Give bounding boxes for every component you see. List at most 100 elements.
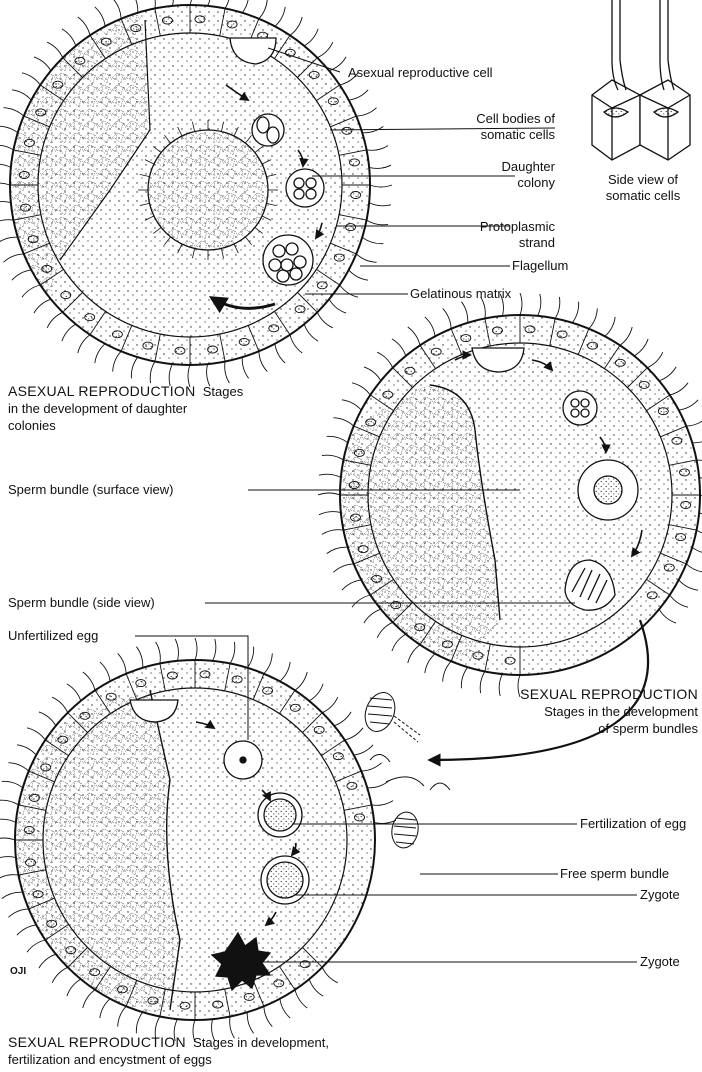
flagellum-hair [555, 297, 560, 319]
flagellum-hair [150, 362, 155, 384]
somatic-cell-body [314, 726, 324, 733]
flagellum-hair [264, 653, 272, 673]
flagellum-hair [443, 308, 451, 328]
flagellum-hair [295, 672, 307, 690]
flagellum-hair [370, 185, 392, 187]
label-flagellum: Flagellum [512, 258, 568, 274]
flagellum-hair [17, 745, 36, 755]
somatic-cell-body [350, 159, 360, 166]
flagellum-hair [259, 0, 267, 19]
flagellum-hair [327, 547, 348, 553]
somatic-cell-body [355, 814, 365, 821]
somatic-cell-body [180, 1002, 190, 1009]
flagellum-hair [47, 42, 63, 58]
flagellum-hair [52, 967, 67, 983]
somatic-cell-body [442, 641, 452, 648]
flagellum-hair [679, 400, 698, 410]
flagellum-hair [364, 367, 381, 381]
flagellum-hair [319, 474, 341, 477]
flagellum-hair [670, 383, 688, 395]
somatic-cell-body [664, 564, 674, 571]
flagellum-hair [52, 697, 67, 713]
flagellum-hair [275, 7, 285, 26]
somatic-cell-body [148, 997, 158, 1004]
somatic-cell-body [244, 993, 254, 1000]
side-view-somatic-cells [592, 0, 690, 160]
flagellum-hair [131, 357, 137, 378]
somatic-cell-body [358, 546, 368, 553]
somatic-cell-body [200, 671, 210, 678]
flagellum-hair [356, 254, 376, 262]
somatic-cell-body [347, 782, 357, 789]
flagellum-hair [0, 838, 15, 840]
label-sperm-bundle-side: Sperm bundle (side view) [8, 595, 155, 611]
label-daughter-1: Daughter [440, 159, 555, 175]
flagellum-hair [0, 202, 11, 205]
flagellum-hair [367, 220, 389, 225]
caption-sexual2-title: SEXUAL REPRODUCTION [8, 1034, 186, 1050]
somatic-cell-body [47, 920, 57, 927]
flagellum-hair [39, 954, 56, 968]
flagellum-hair [290, 335, 302, 353]
somatic-cell-body [239, 338, 249, 345]
flagellum-hair [34, 299, 51, 313]
flagellum-hair [175, 639, 178, 661]
caption-asexual-body-3: colonies [8, 418, 56, 433]
flagellum-hair [692, 436, 702, 442]
somatic-cell-body [658, 408, 668, 415]
label-zygote-1: Zygote [640, 887, 680, 903]
flagellum-hair [225, 362, 230, 384]
somatic-cell-body [175, 347, 185, 354]
somatic-cell-body [461, 335, 471, 342]
flagellum-hair [242, 357, 248, 378]
flagellum-hair [686, 418, 702, 426]
flagellum-hair [605, 317, 615, 336]
flagellum-hair [0, 819, 16, 822]
somatic-cell-body [492, 327, 502, 334]
caption-asexual-title: ASEXUAL REPRODUCTION [8, 383, 196, 399]
flagellum-hair [679, 580, 698, 590]
somatic-cell-body [349, 482, 359, 489]
label-zygote-2: Zygote [640, 954, 680, 970]
somatic-cell-body [647, 592, 657, 599]
flagellum-hair [151, 0, 156, 9]
flagellum-hair [620, 327, 632, 345]
label-gelatinous-matrix: Gelatinous matrix [410, 286, 511, 302]
flagellum-hair [8, 909, 28, 917]
somatic-cell-body [112, 331, 122, 338]
flagellum-hair [118, 1006, 126, 1026]
label-protoplasmic-1: Protoplasmic [420, 219, 555, 235]
flagellum-hair [3, 108, 23, 116]
flagellum-hair [100, 999, 110, 1018]
flagellum-hair [0, 800, 19, 805]
flagellum-hair [22, 285, 40, 297]
flagellum-hair [443, 661, 451, 681]
flagellum-hair [195, 638, 197, 660]
flagellum-hair [367, 781, 388, 787]
somatic-cell-body [525, 326, 535, 333]
somatic-cell-body [24, 139, 34, 146]
somatic-cell-body [431, 348, 441, 355]
flagellum-hair [0, 164, 11, 167]
somatic-cell-body [415, 624, 425, 631]
flagellum-hair [290, 17, 302, 35]
somatic-cell-body [588, 342, 598, 349]
label-cell-bodies-1: Cell bodies of [420, 111, 555, 127]
somatic-cell-body [66, 947, 76, 954]
somatic-cell-body [33, 891, 43, 898]
somatic-cell-body [346, 224, 356, 231]
flagellum-hair [647, 352, 663, 368]
somatic-cell-body [90, 969, 100, 976]
somatic-cell-body [106, 693, 116, 700]
label-daughter-2: colony [440, 175, 555, 191]
caption-sexual-sperm: SEXUAL REPRODUCTION Stages in the develo… [440, 686, 698, 737]
flagellum-hair [369, 203, 391, 206]
flagellum-hair [27, 728, 45, 740]
flagellum-hair [352, 595, 370, 607]
flagellum-hair [208, 0, 211, 6]
somatic-cell-body [61, 292, 71, 299]
somatic-cell-body [53, 81, 63, 88]
somatic-cell-body [232, 676, 242, 683]
somatic-cell-body [672, 437, 682, 444]
somatic-cell-body [29, 794, 39, 801]
